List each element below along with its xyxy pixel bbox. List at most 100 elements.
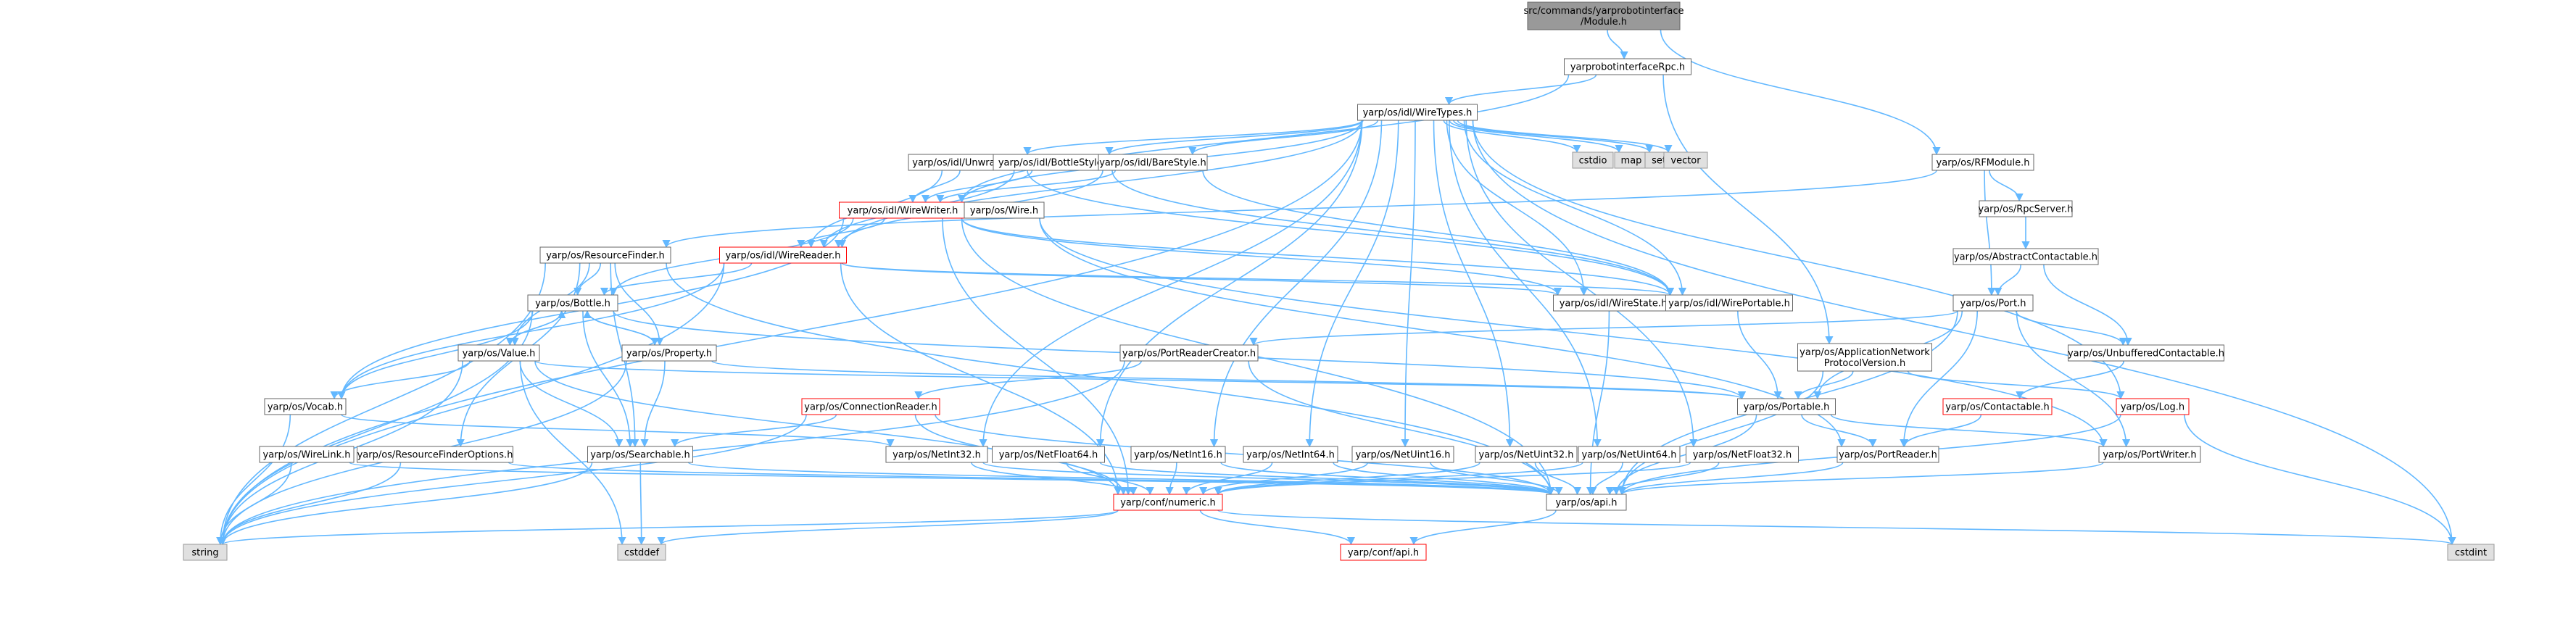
- node-numeric[interactable]: yarp/conf/numeric.h: [1113, 494, 1223, 511]
- edge-netuint32-to-numeric: [1214, 462, 1480, 496]
- node-resourcefinder[interactable]: yarp/os/ResourceFinder.h: [539, 246, 671, 264]
- node-wire[interactable]: yarp/os/Wire.h: [964, 201, 1045, 219]
- node-vocab[interactable]: yarp/os/Vocab.h: [264, 398, 347, 415]
- edge-root-to-rfmodule: [1660, 29, 1941, 156]
- node-label: yarp/os/idl/WireWriter.h: [848, 206, 958, 217]
- node-netint32[interactable]: yarp/os/NetInt32.h: [885, 446, 988, 463]
- edge-netuint32-to-api: [1534, 462, 1582, 496]
- node-box: [259, 446, 355, 463]
- node-label: yarp/conf/api.h: [1348, 548, 1419, 559]
- node-label: yarp/os/WireLink.h: [263, 450, 351, 461]
- edge-netuint16-to-numeric: [1199, 462, 1369, 496]
- node-portreadercreator[interactable]: yarp/os/PortReaderCreator.h: [1119, 344, 1259, 362]
- node-box: [587, 446, 693, 463]
- node-wiretypes[interactable]: yarp/os/idl/WireTypes.h: [1357, 104, 1478, 121]
- node-netuint16[interactable]: yarp/os/NetUint16.h: [1351, 446, 1454, 463]
- node-label: yarp/os/ResourceFinderOptions.h: [357, 450, 513, 461]
- node-label: cstdint: [2455, 548, 2487, 559]
- edge-numeric-to-confapi: [1199, 510, 1355, 546]
- node-label: ProtocolVersion.h: [1824, 358, 1906, 369]
- node-netfloat64[interactable]: yarp/os/NetFloat64.h: [992, 446, 1105, 463]
- edge-netuint64-to-api: [1589, 462, 1623, 496]
- node-api[interactable]: yarp/os/api.h: [1546, 494, 1627, 511]
- node-wirewriter[interactable]: yarp/os/idl/WireWriter.h: [839, 201, 966, 219]
- node-netint64[interactable]: yarp/os/NetInt64.h: [1243, 446, 1338, 463]
- edge-abstractcontactable-to-port: [1994, 264, 2022, 296]
- edge-numeric-to-cstddef: [657, 510, 1119, 546]
- edge-wirelink-to-string: [216, 462, 292, 546]
- node-appnetproto[interactable]: yarp/os/ApplicationNetworkProtocolVersio…: [1797, 343, 1932, 372]
- edge-rpc-to-wiretypes: [1445, 74, 1597, 106]
- edge-port-to-portreadercreator: [1249, 310, 1958, 346]
- node-abstractcontactable[interactable]: yarp/os/AbstractContactable.h: [1952, 248, 2099, 265]
- node-netint16[interactable]: yarp/os/NetInt16.h: [1130, 446, 1226, 463]
- node-label: yarp/os/idl/WireReader.h: [725, 251, 840, 262]
- node-wireportable[interactable]: yarp/os/idl/WirePortable.h: [1665, 294, 1793, 312]
- node-map[interactable]: map: [1614, 151, 1649, 169]
- edge-unwrapped-to-wirewriter: [908, 170, 961, 204]
- edge-numeric-to-string: [218, 510, 1119, 546]
- node-portreader[interactable]: yarp/os/PortReader.h: [1836, 446, 1939, 463]
- edge-portreadercreator-to-api: [1248, 360, 1555, 496]
- node-portwriter[interactable]: yarp/os/PortWriter.h: [2098, 446, 2201, 463]
- node-rpc[interactable]: yarprobotinterfaceRpc.h: [1564, 58, 1691, 75]
- node-label: yarp/os/ApplicationNetwork: [1800, 347, 1930, 358]
- edge-connectionreader-to-searchable: [671, 414, 837, 448]
- node-box: [1952, 294, 2034, 312]
- edge-appnetproto-to-api: [1618, 370, 1824, 496]
- node-box: [1836, 446, 1939, 463]
- node-box: [1737, 398, 1836, 415]
- edge-barestyle-to-wireportable: [1202, 170, 1675, 296]
- edge-wirestate-to-api: [1586, 310, 1610, 496]
- node-vector[interactable]: vector: [1663, 151, 1708, 169]
- node-string[interactable]: string: [183, 544, 228, 561]
- node-cstdio[interactable]: cstdio: [1572, 151, 1614, 169]
- node-rfmodule[interactable]: yarp/os/RFModule.h: [1931, 154, 2034, 171]
- edge-rfoptions-to-api: [508, 462, 1554, 496]
- edge-rfmodule-to-rpcserver: [1989, 170, 2024, 202]
- node-netuint32[interactable]: yarp/os/NetUint32.h: [1475, 446, 1578, 463]
- node-unbuffered[interactable]: yarp/os/UnbufferedContactable.h: [2068, 344, 2224, 362]
- node-wirestate[interactable]: yarp/os/idl/WireState.h: [1553, 294, 1673, 312]
- node-label: yarp/os/Portable.h: [1744, 402, 1830, 413]
- node-label: yarp/os/NetInt16.h: [1134, 450, 1222, 461]
- node-rfoptions[interactable]: yarp/os/ResourceFinderOptions.h: [357, 446, 513, 463]
- node-contactable[interactable]: yarp/os/Contactable.h: [1942, 398, 2053, 415]
- node-box: [357, 446, 513, 463]
- node-label: cstdio: [1579, 156, 1607, 167]
- node-barestyle[interactable]: yarp/os/idl/BareStyle.h: [1098, 154, 1208, 171]
- node-wirelink[interactable]: yarp/os/WireLink.h: [259, 446, 355, 463]
- edge-port-to-portwriter: [2016, 310, 2131, 448]
- node-box: [1979, 200, 2073, 217]
- node-cstdint[interactable]: cstdint: [2447, 544, 2495, 561]
- node-box: [1942, 398, 2053, 415]
- edge-resourcefinder-to-property: [614, 262, 664, 346]
- node-wirereader[interactable]: yarp/os/idl/WireReader.h: [719, 246, 847, 264]
- node-netuint64[interactable]: yarp/os/NetUint64.h: [1578, 446, 1681, 463]
- node-confapi[interactable]: yarp/conf/api.h: [1340, 544, 1427, 561]
- node-connectionreader[interactable]: yarp/os/ConnectionReader.h: [801, 398, 940, 415]
- node-label: yarp/os/RpcServer.h: [1979, 204, 2074, 215]
- node-value[interactable]: yarp/os/Value.h: [457, 344, 540, 362]
- node-label: yarp/os/Port.h: [1960, 299, 2026, 309]
- node-box: [719, 246, 847, 264]
- node-bottlestyle[interactable]: yarp/os/idl/BottleStyle.h: [993, 154, 1117, 171]
- node-rpcserver[interactable]: yarp/os/RpcServer.h: [1979, 200, 2074, 217]
- node-label: yarp/os/Log.h: [2121, 402, 2184, 413]
- node-netfloat32[interactable]: yarp/os/NetFloat32.h: [1686, 446, 1799, 463]
- node-cstddef[interactable]: cstddef: [617, 544, 666, 561]
- node-property[interactable]: yarp/os/Property.h: [621, 344, 717, 362]
- node-root[interactable]: src/commands/yarprobotinterface/Module.h: [1524, 1, 1684, 30]
- node-searchable[interactable]: yarp/os/Searchable.h: [587, 446, 693, 463]
- edge-api-to-confapi: [1409, 510, 1557, 546]
- edge-value-to-cstddef: [519, 360, 626, 546]
- edge-bottlestyle-to-wirewriter: [921, 170, 1033, 204]
- node-label: yarp/os/NetFloat32.h: [1693, 450, 1792, 461]
- edge-wiretypes-to-bottlestyle: [1105, 120, 1364, 156]
- node-port[interactable]: yarp/os/Port.h: [1952, 294, 2034, 312]
- node-portable[interactable]: yarp/os/Portable.h: [1737, 398, 1836, 415]
- node-log[interactable]: yarp/os/Log.h: [2116, 398, 2190, 415]
- node-bottle[interactable]: yarp/os/Bottle.h: [527, 294, 618, 312]
- edge-value-to-numeric: [534, 360, 1122, 496]
